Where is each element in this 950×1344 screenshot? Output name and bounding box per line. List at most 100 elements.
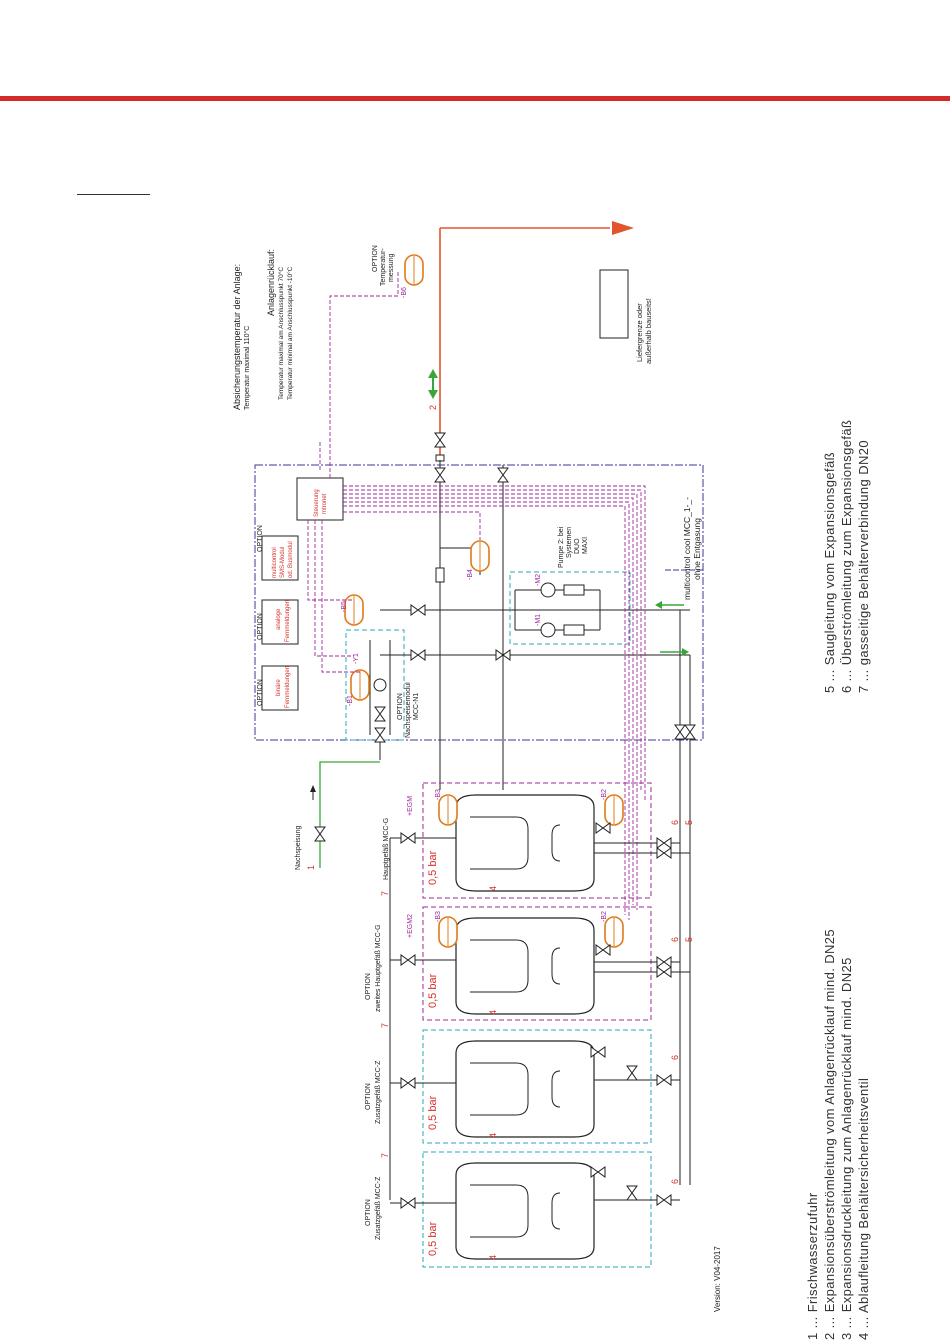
vessel-1-top-valve-icon [595, 822, 611, 834]
vessel-1-bar: 0,5 bar [427, 850, 439, 885]
zusatzgefaess-1-vessel [455, 1040, 595, 1138]
liefergrenze-box [599, 269, 629, 339]
vessel-2-bar: 0,5 bar [427, 973, 439, 1008]
temp-option-label-3: messung [388, 253, 395, 282]
hg2-label: zweites Hauptgefäß MCC-G [375, 924, 382, 1012]
mcc-subtitle: ohne Entgasung [692, 518, 702, 580]
vessel-3-line-4: 4 [488, 1133, 498, 1138]
flow-arrow-up [428, 369, 438, 378]
strainer-icon [435, 567, 445, 583]
zusatzgefaess-1-box [422, 1029, 652, 1144]
egm-label: +EGM [407, 796, 414, 816]
sms-label-1: multicontrol [272, 547, 278, 578]
vessel-1-b2: -B2 [601, 789, 608, 800]
ruecklauf-max: Temperatur maximal am Anschlusspunkt 70°… [277, 267, 285, 400]
vessel-2-b3: -B3 [435, 911, 442, 922]
nachspeisung-label: Nachspeisung [295, 826, 302, 870]
check-valve-m2-icon [563, 584, 585, 596]
vessel-2-top-valve-icon [595, 944, 611, 956]
binaer-label-1: binäre [276, 679, 282, 696]
temp-sensor-b6-icon [404, 254, 424, 286]
hg1-label: Hauptgefäß MCC-G [383, 818, 390, 880]
legend-item-6: 6 ... Überströmleitung zum Expansionsgef… [839, 420, 854, 693]
feed-arrow-icon [310, 785, 316, 792]
vessel-2-line-4: 4 [488, 1010, 498, 1015]
vessel-4-valve-6-icon [656, 1194, 672, 1206]
steuerung-label-2: mtronet [322, 493, 328, 514]
header-accent-bar [0, 96, 950, 101]
vessel-2-valve-5-icon [656, 966, 672, 978]
vessel-3-top-valve-icon [590, 1046, 606, 1058]
sms-option: OPTION [257, 525, 264, 552]
vessel-4-gas-valve-icon [400, 1197, 416, 1209]
module-valve-inlet-icon [434, 467, 446, 483]
safety-valve-icon [410, 604, 426, 616]
return-valve-icon [434, 432, 446, 448]
hauptgefaess-box [422, 782, 652, 899]
vessel-3-drain-valve-icon [626, 1065, 638, 1081]
vessel-2-line-7: 7 [380, 1023, 390, 1028]
temp-option-label: OPTION [372, 245, 379, 272]
pumpe-label-1: Pumpe 2: bei [558, 526, 565, 568]
vessel-3-valve-6-icon [656, 1074, 672, 1086]
vessel-2-line-6-label: 6 [670, 937, 680, 942]
m2-label: -M2 [535, 574, 542, 586]
zg1-option: OPTION [365, 1083, 372, 1110]
vessel-2-gas-valve-icon [400, 954, 416, 966]
vessel-1-gas-valve-icon [400, 832, 416, 844]
zg1-label: Zusatzgefäß MCC-Z [375, 1060, 382, 1124]
vessel-2-b2: -B2 [601, 911, 608, 922]
hg2-option: OPTION [365, 973, 372, 1000]
vessel-3-line-7: 7 [380, 1153, 390, 1158]
pressure-sensor-b4-icon [470, 540, 490, 572]
binaer-box [261, 665, 299, 711]
egm2-label: +EGM2 [407, 914, 414, 938]
flow-arrow-down [428, 390, 438, 399]
legend-item-1: 1 ... Frischwasserzufuhr [805, 1192, 820, 1340]
pumpe-label-2: Systemen [566, 527, 573, 558]
b4-label: -B4 [467, 569, 474, 580]
check-valve-m1-icon [563, 624, 585, 636]
mcc-title: multicontrol cool MCC_1-_- [682, 497, 692, 600]
temp-option-label-2: Temperatur- [380, 248, 387, 286]
module-valve-mid-icon [410, 649, 426, 661]
mcc-module-box [254, 464, 704, 741]
b6-label: -B6 [401, 287, 408, 298]
right-valve-1-icon [674, 724, 686, 740]
analog-option: OPTION [257, 613, 264, 640]
ruecklauf-min: Temperatur minimal am Anschlusspunkt -10… [286, 266, 294, 400]
zweites-hauptgefaess-vessel [455, 917, 595, 1015]
vessel-4-top-valve-icon [590, 1166, 606, 1178]
sms-label-2: SMS-Modul [280, 547, 286, 578]
nachspeisemodul-box [345, 629, 405, 741]
nachspeise-valve-2-icon [374, 727, 386, 743]
legend-item-5: 5 ... Saugleitung vom Expansionsgefäß [822, 452, 837, 693]
vessel-3-gas-valve-icon [400, 1077, 416, 1089]
b1-label: -B1 [347, 695, 354, 706]
absicherung-title: Absicherungstemperatur der Anlage: [232, 264, 242, 410]
vessel-1-line-7: 7 [380, 891, 390, 896]
nachspeise-code: MCC-N1 [413, 693, 420, 720]
vessel-1-line-5-label: 5 [684, 820, 694, 825]
ruecklauf-title: Anlagenrücklauf: [266, 249, 276, 316]
sms-label-3: od. Busmodul [288, 541, 294, 578]
vessel-1-valve-5-icon [656, 847, 672, 859]
nachspeise-valve-icon [374, 706, 386, 722]
legend-item-2: 2 ... Expansionsüberströmleitung vom Anl… [822, 929, 837, 1340]
m1-label: -M1 [535, 614, 542, 626]
vessel-1-line-6-label: 6 [670, 820, 680, 825]
module-valve-top-icon [497, 467, 509, 483]
zg2-label: Zusatzgefäß MCC-Z [375, 1176, 382, 1240]
binaer-option: OPTION [257, 679, 264, 706]
zusatzgefaess-2-box [422, 1151, 652, 1268]
line-1-label: 1 [306, 865, 316, 870]
pump-group-box [509, 571, 631, 645]
green-arrow-upper [655, 601, 662, 609]
vessel-3-line-6-label: 6 [670, 1055, 680, 1060]
pump-m2-icon [540, 582, 556, 598]
legend-item-7: 7 ... gasseitige Behälterverbindung DN20 [856, 440, 871, 693]
vessel-1-b3: -B3 [435, 789, 442, 800]
b5-label: -B5 [341, 601, 348, 612]
vessel-3-bar: 0,5 bar [427, 1095, 439, 1130]
